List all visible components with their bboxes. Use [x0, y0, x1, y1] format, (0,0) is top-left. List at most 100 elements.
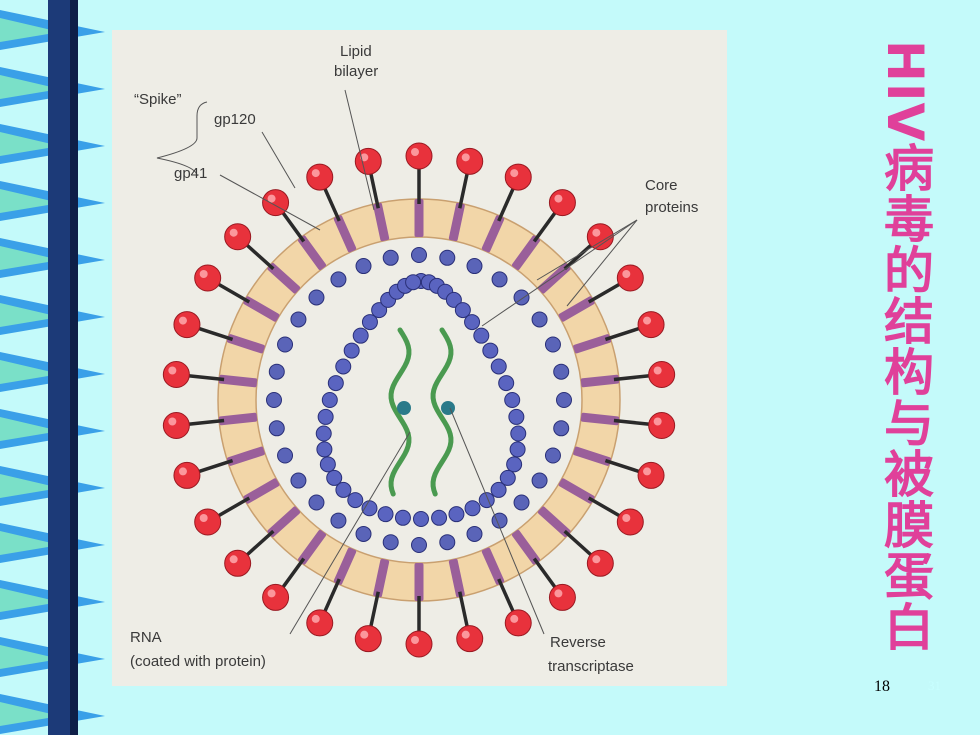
- gp120-highlight: [554, 589, 563, 598]
- transmembrane-segment: [481, 215, 505, 253]
- transmembrane-segment: [333, 215, 357, 253]
- gp120-highlight: [411, 636, 419, 644]
- gp120-head: [648, 360, 676, 388]
- core-leader-2: [536, 219, 638, 281]
- decor-arrow-front: [0, 246, 60, 270]
- matrix-protein: [553, 420, 570, 437]
- gp41-stalk: [497, 578, 515, 613]
- matrix-protein: [556, 392, 572, 408]
- decor-arrow-front: [0, 588, 60, 612]
- gp120-head: [616, 264, 644, 292]
- core-protein: [326, 469, 343, 486]
- core-protein: [316, 441, 333, 458]
- matrix-protein: [268, 420, 285, 437]
- core-protein: [319, 456, 336, 473]
- gp120-highlight: [622, 270, 631, 278]
- decor-arrow-front: [0, 360, 60, 384]
- matrix-protein: [411, 247, 427, 263]
- gp41-stalk: [217, 496, 251, 518]
- transmembrane-segment: [580, 374, 620, 388]
- gp41-stalk: [587, 282, 621, 304]
- gp120-highlight: [178, 316, 187, 325]
- core-leader-3: [566, 219, 638, 307]
- gp120-head: [173, 461, 201, 489]
- gp120-head: [637, 311, 665, 339]
- rna-leader: [289, 431, 411, 635]
- transmembrane-segment: [573, 334, 612, 354]
- gp120-head: [586, 549, 614, 577]
- transmembrane-segment: [448, 558, 465, 598]
- gp120-highlight: [622, 514, 631, 522]
- gp120-head: [504, 163, 532, 191]
- gp120-highlight: [178, 467, 187, 476]
- transmembrane-segment: [267, 262, 301, 294]
- gp120-head: [456, 625, 484, 653]
- gp120-head: [306, 609, 334, 637]
- rna-label-line2: (coated with protein): [130, 653, 266, 670]
- core-protein: [321, 392, 338, 408]
- core-protein: [498, 375, 515, 392]
- matrix-protein: [308, 494, 325, 511]
- gp120-head: [616, 508, 644, 536]
- transmembrane-segment: [558, 296, 595, 322]
- transmembrane-segment: [373, 202, 390, 242]
- gp41-stalk: [613, 374, 650, 382]
- lipid-leader: [344, 89, 375, 211]
- gp41-stalk: [281, 557, 306, 589]
- lipid-bilayer-label-line1: Lipid: [340, 43, 372, 60]
- gp120-head: [548, 189, 576, 217]
- gp120-head: [456, 147, 484, 175]
- gp120-highlight: [592, 228, 601, 237]
- decor-bar-shadow: [70, 0, 78, 735]
- gp120-highlight: [168, 417, 177, 426]
- decor-arrow-front: [0, 531, 60, 555]
- gp41-label: gp41: [174, 165, 207, 182]
- core-protein: [361, 314, 378, 331]
- gp120-highlight: [643, 467, 652, 476]
- matrix-protein: [290, 311, 307, 328]
- decor-arrow-front: [0, 132, 60, 156]
- gp120-highlight: [267, 589, 276, 598]
- transmembrane-segment: [511, 530, 540, 565]
- core-protein: [482, 342, 499, 359]
- gp41-stalk: [245, 243, 275, 271]
- gp120-head: [173, 311, 201, 339]
- core-protein: [335, 481, 352, 498]
- core-protein: [377, 506, 394, 523]
- spike-label: “Spike”: [134, 91, 182, 108]
- rna-label-line1: RNA: [130, 629, 162, 646]
- gp41-stalk: [369, 591, 380, 628]
- gp120-head: [405, 630, 433, 658]
- core-protein: [499, 469, 516, 486]
- gp41-stalk: [563, 529, 593, 557]
- transmembrane-segment: [333, 547, 357, 585]
- core-protein: [509, 441, 526, 458]
- core-protein: [508, 408, 525, 425]
- gp120-leader: [261, 131, 296, 189]
- gp41-stalk: [613, 418, 650, 426]
- gp120-highlight: [554, 194, 563, 203]
- matrix-protein: [531, 472, 548, 489]
- rt-leader: [449, 407, 545, 635]
- gp41-stalk: [281, 211, 306, 243]
- core-protein: [347, 492, 364, 509]
- gp120-head: [194, 508, 222, 536]
- gp41-stalk: [497, 187, 515, 222]
- core-protein: [371, 302, 388, 319]
- gp41-stalk: [587, 496, 621, 518]
- transmembrane-segment: [448, 202, 465, 242]
- core-protein: [464, 314, 481, 331]
- transmembrane-segment: [226, 334, 265, 354]
- gp120-highlight: [461, 153, 470, 162]
- gp120-highlight: [643, 316, 652, 325]
- transmembrane-segment: [226, 446, 265, 466]
- matrix-protein: [439, 249, 456, 266]
- transmembrane-segment: [267, 506, 301, 538]
- matrix-protein: [330, 271, 347, 288]
- matrix-protein: [277, 336, 294, 353]
- matrix-protein: [513, 494, 530, 511]
- matrix-protein: [355, 525, 372, 542]
- gp120-highlight: [199, 514, 208, 522]
- gp120-highlight: [592, 555, 601, 564]
- slide-title: HIV病毒的结构与被膜蛋白: [876, 40, 934, 653]
